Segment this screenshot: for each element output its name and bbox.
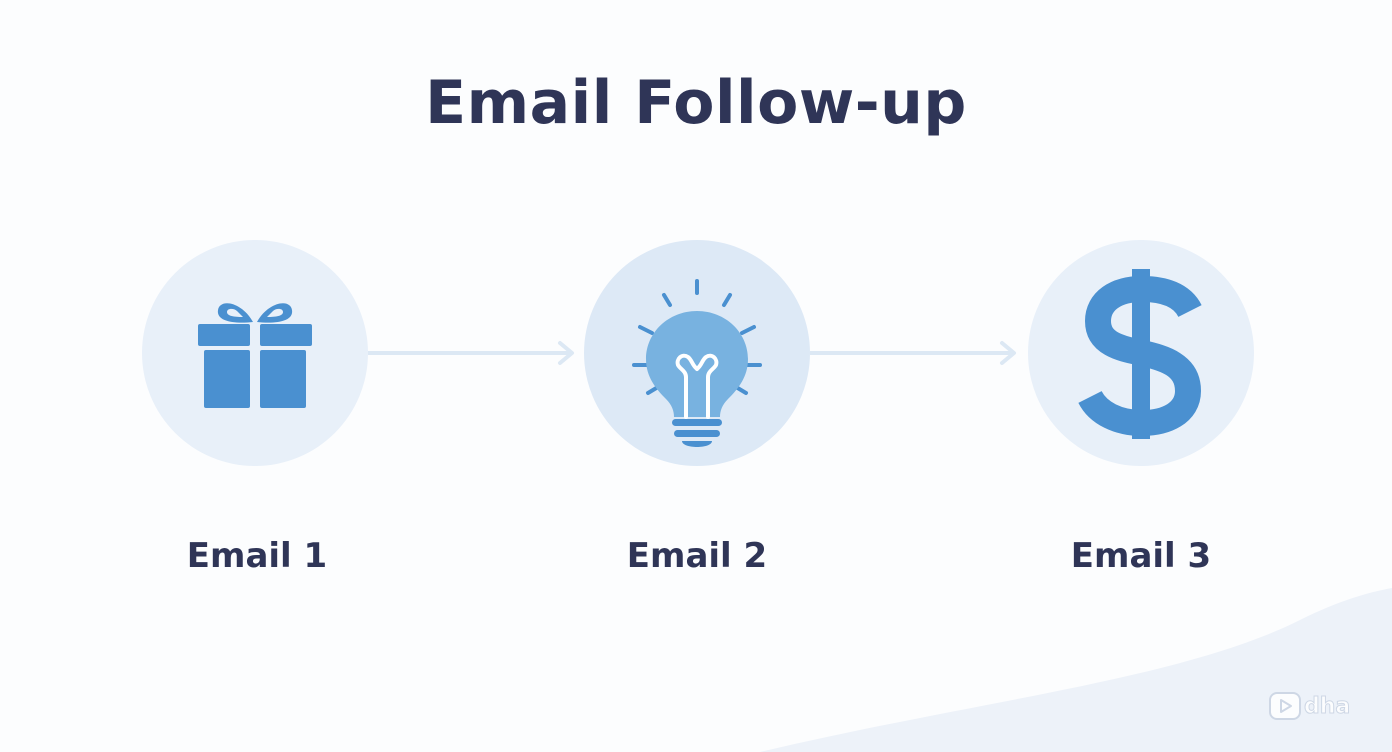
step-3-circle — [1028, 240, 1254, 466]
arrow-connector-2 — [810, 341, 1016, 365]
play-logo-icon — [1269, 692, 1301, 720]
gift-icon — [198, 303, 312, 408]
page-title: Email Follow-up — [425, 68, 967, 138]
watermark-logo: dha — [1268, 686, 1372, 726]
step-1-label: Email 1 — [186, 536, 328, 576]
arrow-connector-1 — [368, 341, 574, 365]
step-3-label: Email 3 — [1070, 536, 1212, 576]
step-2-label: Email 2 — [626, 536, 768, 576]
dollar-sign-icon — [1078, 269, 1202, 439]
step-2-circle — [584, 240, 810, 466]
watermark-text: dha — [1303, 693, 1351, 719]
step-1-circle — [142, 240, 368, 466]
lightbulb-icon — [632, 279, 762, 447]
